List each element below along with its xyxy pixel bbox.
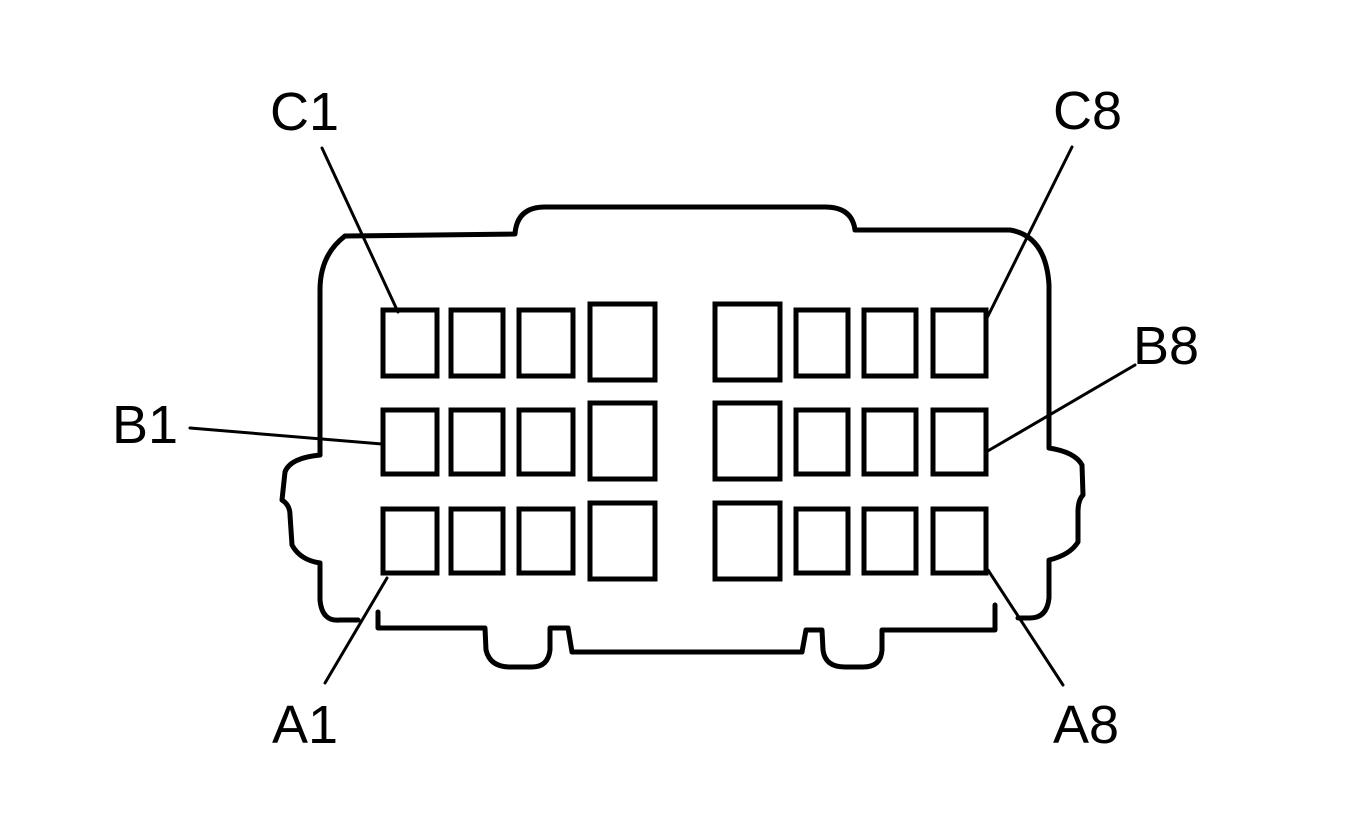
pin-cavity-b1 — [380, 407, 440, 477]
pin-cavity-a3 — [516, 506, 576, 576]
pin-cavity-a2 — [448, 506, 506, 576]
leader-c1 — [320, 146, 400, 314]
pin-cavity-b2 — [448, 407, 506, 477]
housing-left-latch — [279, 452, 361, 623]
label-b8: B8 — [1133, 316, 1199, 376]
pin-cavity-a4 — [587, 500, 658, 582]
pin-cavity-a1 — [380, 506, 440, 576]
leader-a8 — [986, 568, 1065, 687]
leader-lines — [188, 145, 1137, 687]
pin-cavity-b7 — [861, 407, 919, 477]
pin-cavity-a5 — [712, 500, 783, 582]
pin-cavity-a8 — [930, 506, 989, 576]
label-a8: A8 — [1053, 695, 1119, 755]
label-b1: B1 — [112, 395, 178, 455]
pin-cavity-a7 — [861, 506, 919, 576]
pin-labels: C1 C8 B1 B8 A1 A8 — [112, 81, 1199, 755]
housing-right-latch — [1015, 427, 1086, 621]
pin-cavity-b3 — [516, 407, 576, 477]
pin-cavity-c5 — [712, 301, 783, 383]
housing-top-edge — [342, 204, 1052, 433]
leader-a1 — [323, 576, 389, 685]
pin-cavity-b8 — [930, 407, 989, 477]
pin-cavity-c6 — [793, 307, 851, 379]
pin-cavity-grid — [380, 301, 989, 582]
label-a1: A1 — [272, 695, 338, 755]
housing-bottom-edge — [375, 602, 998, 670]
pin-cavity-b6 — [793, 407, 851, 477]
leader-b1 — [188, 426, 384, 446]
housing-left-upper-edge — [317, 233, 348, 458]
pin-cavity-c8 — [930, 307, 989, 379]
connector-housing — [279, 204, 1086, 670]
pin-cavity-c3 — [516, 307, 576, 379]
leader-c8 — [984, 145, 1074, 322]
pin-cavity-b5 — [712, 400, 783, 482]
label-c8: C8 — [1053, 81, 1122, 141]
pin-cavity-c7 — [861, 307, 919, 379]
pin-cavity-c1 — [380, 307, 440, 379]
pin-cavity-a6 — [793, 506, 851, 576]
pin-cavity-b4 — [587, 400, 658, 482]
leader-b8 — [984, 363, 1137, 454]
pin-cavity-c4 — [587, 301, 658, 383]
pin-cavity-c2 — [448, 307, 506, 379]
label-c1: C1 — [270, 82, 339, 142]
